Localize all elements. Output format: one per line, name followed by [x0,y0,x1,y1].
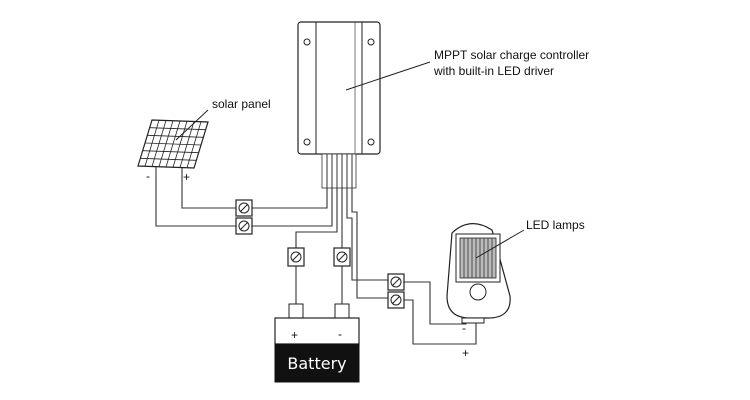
battery-label: Battery [287,354,346,373]
controller-leader-line [345,61,431,91]
lamp-plus-sign: + [462,346,469,360]
panel-plus-sign: + [183,170,190,184]
led-lamps-label: LED lamps [526,218,585,232]
panel-minus-sign: - [146,169,150,183]
battery: Battery [274,303,360,383]
solar-panel-label: solar panel [212,97,271,111]
lamp-terminal-block [387,273,405,309]
charge-controller [297,21,381,189]
panel-terminal-block [235,199,253,235]
battery-plus-sign: + [291,328,298,342]
battery-minus-sign: - [338,327,342,341]
battery-terminal-blocks [287,247,351,267]
lamp-minus-sign: - [462,321,466,335]
led-lamp [446,223,511,324]
solar-panel [137,119,209,172]
led-lamp-leader-line [475,229,525,259]
solar-panel-leader-line [175,109,209,141]
controller-label-line2: with built-in LED driver [433,64,554,78]
controller-label-line1: MPPT solar charge controller [434,48,589,62]
